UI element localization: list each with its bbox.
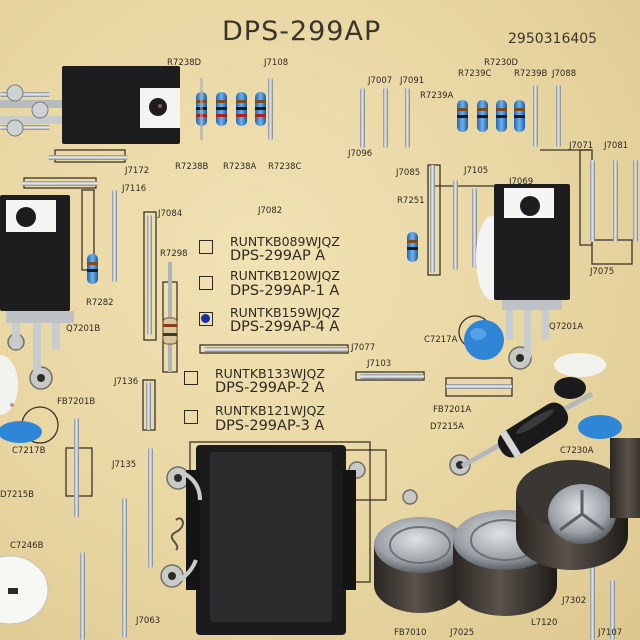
ref-label: R7238B — [175, 162, 209, 172]
ref-label: Q7201B — [66, 324, 101, 334]
ref-label: J7084 — [158, 209, 183, 219]
ref-label: R7239B — [514, 69, 548, 79]
ref-label: J7135 — [112, 460, 137, 470]
variant-model: DPS-299AP-4 A — [230, 319, 340, 335]
transformer — [167, 445, 356, 635]
board-serial: 2950316405 — [508, 31, 598, 47]
ref-label: J7103 — [367, 359, 392, 369]
variant-checkbox-marked — [199, 312, 213, 326]
electrolytic-capacitors — [0, 438, 640, 625]
ref-label: R7251 — [397, 196, 425, 206]
ref-label: D7215B — [0, 490, 35, 500]
ref-label: J7105 — [464, 166, 489, 176]
ref-label: C7246B — [10, 541, 44, 551]
variant-code: RUNTKB121WJQZ — [215, 403, 325, 418]
flux-marks — [10, 104, 162, 407]
variant-code: RUNTKB089WJQZ — [230, 234, 340, 249]
ref-label: J7172 — [125, 166, 150, 176]
ref-label: J7007 — [368, 76, 393, 86]
ref-label: FB7201A — [433, 405, 472, 415]
ref-label: J7116 — [122, 184, 147, 194]
ref-label: J7136 — [114, 377, 139, 387]
ref-label: J7302 — [562, 596, 587, 606]
ref-label: R7239C — [458, 69, 492, 79]
ref-label: R7230D — [484, 58, 519, 68]
transistor-top-left — [0, 66, 180, 144]
resistors — [87, 78, 525, 284]
ref-label: L7120 — [531, 618, 558, 628]
resistor-r7298 — [162, 262, 178, 372]
ref-label: C7217A — [424, 335, 458, 345]
ref-label: J7081 — [604, 141, 629, 151]
transistor-q7201a — [476, 184, 570, 358]
variant-checkbox — [199, 276, 213, 290]
ref-label: J7063 — [136, 616, 161, 626]
ref-label: FB7201B — [57, 397, 96, 407]
board-title: DPS-299AP — [222, 16, 382, 47]
jumper-wires — [0, 78, 638, 640]
ref-label: R7239A — [420, 91, 454, 101]
ref-label: J7071 — [569, 141, 594, 151]
ref-label: C7230A — [560, 446, 594, 456]
ref-label: FB7010 — [394, 628, 427, 638]
variant-model: DPS-299AP-3 A — [215, 418, 325, 434]
ref-label: J7107 — [598, 628, 623, 638]
diode-d7215a — [460, 391, 594, 469]
variant-model: DPS-299AP A — [230, 248, 326, 264]
ref-label: J7069 — [509, 177, 534, 187]
ref-label: J7075 — [590, 267, 615, 277]
variant-model: DPS-299AP-2 A — [215, 380, 325, 396]
ref-label: J7108 — [264, 58, 289, 68]
ref-label: R7298 — [160, 249, 188, 259]
ref-label: J7085 — [396, 168, 421, 178]
ref-label: J7082 — [258, 206, 283, 216]
variant-checkbox — [184, 371, 198, 385]
ref-label: J7096 — [348, 149, 373, 159]
white-component — [0, 353, 606, 415]
ref-label: R7282 — [86, 298, 114, 308]
ref-label: C7217B — [12, 446, 46, 456]
ref-label: Q7201A — [549, 322, 584, 332]
variant-checkbox — [199, 240, 213, 254]
ref-label: J7077 — [351, 343, 376, 353]
variant-code: RUNTKB159WJQZ — [230, 305, 340, 320]
ceramic-capacitors — [0, 320, 622, 443]
variant-checkbox — [184, 410, 198, 424]
variant-model: DPS-299AP-1 A — [230, 283, 340, 299]
ref-label: J7025 — [450, 628, 475, 638]
ref-label: R7238A — [223, 162, 257, 172]
ref-label: R7238C — [268, 162, 302, 172]
ref-label: J7091 — [400, 76, 425, 86]
transistor-q7201b — [0, 195, 74, 373]
variant-code: RUNTKB120WJQZ — [230, 268, 340, 283]
pad-holes — [37, 354, 524, 580]
ref-label: J7088 — [552, 69, 577, 79]
ref-label: R7238D — [167, 58, 202, 68]
variant-code: RUNTKB133WJQZ — [215, 366, 325, 381]
ref-label: D7215A — [430, 422, 464, 432]
